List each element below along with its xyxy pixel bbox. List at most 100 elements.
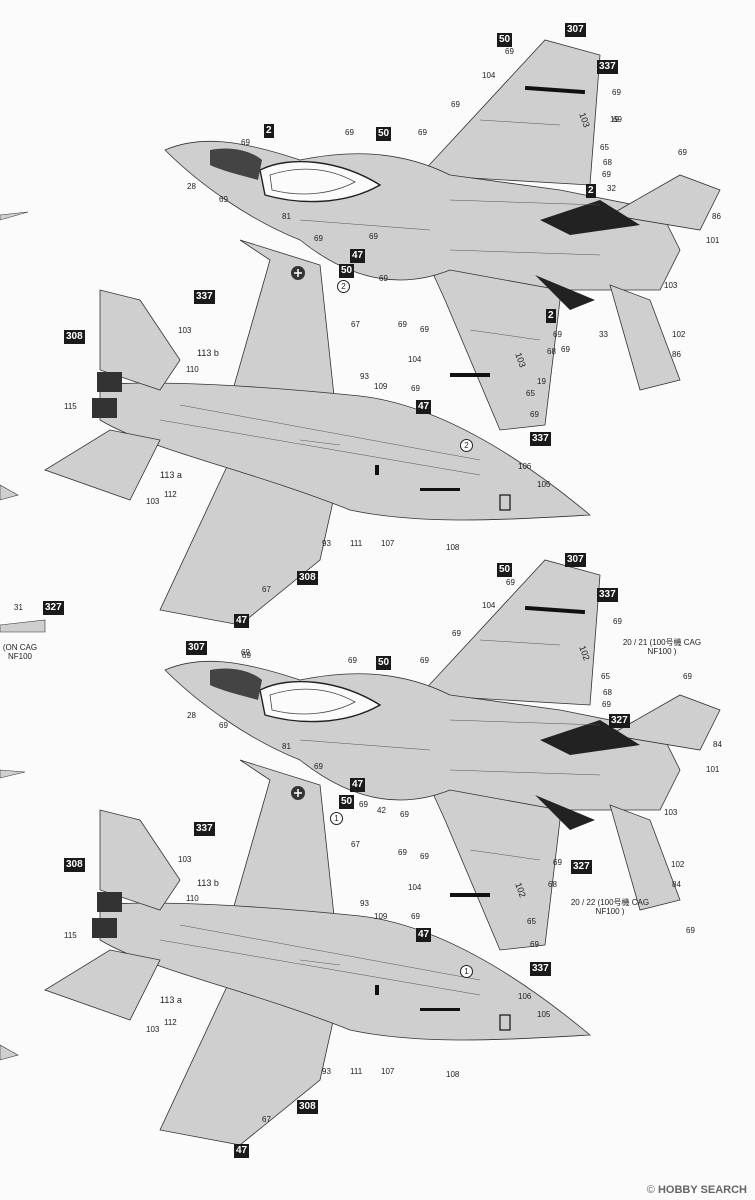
paint-callout-109: 109 <box>374 912 388 921</box>
decal-box-50: 50 <box>339 795 355 809</box>
paint-callout-84: 84 <box>713 740 722 749</box>
decal-box-2: 2 <box>264 124 274 138</box>
paint-callout-115: 115 <box>64 931 77 940</box>
paint-callout-69: 69 <box>452 629 461 638</box>
paint-callout-103: 103 <box>178 326 192 335</box>
paint-callout-67: 67 <box>351 320 360 329</box>
paint-callout-69: 69 <box>398 848 407 857</box>
paint-callout-68: 68 <box>548 880 557 889</box>
paint-callout-69: 69 <box>505 47 514 56</box>
paint-callout-69: 69 <box>242 651 251 660</box>
paint-callout-42: 42 <box>377 806 386 815</box>
cag-note-line: NF100 ) <box>595 907 625 916</box>
cag-note-1: 20 / 21 (100号機 CAG NF100 ) <box>612 638 712 656</box>
decal-box-337: 337 <box>194 822 215 836</box>
decal-box-308: 308 <box>64 330 85 344</box>
paint-callout-86: 86 <box>672 350 681 359</box>
paint-callout-69: 69 <box>418 128 427 137</box>
paint-callout-104: 104 <box>482 601 496 610</box>
decal-box-307: 307 <box>565 23 586 37</box>
paint-callout-65: 65 <box>527 917 536 926</box>
paint-callout-69: 69 <box>686 926 695 935</box>
paint-callout-19: 19 <box>610 115 619 124</box>
callout-number: 113 <box>160 470 175 480</box>
copyright-icon: © <box>646 1184 655 1196</box>
paint-callout-109: 109 <box>374 382 388 391</box>
paint-callout-69: 69 <box>612 88 621 97</box>
left-note-line: (ON CAG <box>2 643 38 652</box>
callout-suffix: b <box>213 348 219 358</box>
paint-callout-69: 69 <box>613 617 622 626</box>
paint-callout-69: 69 <box>411 384 420 393</box>
callout-number: 113 <box>197 348 212 358</box>
paint-callout-101: 101 <box>706 236 720 245</box>
decal-box-307: 307 <box>565 553 586 567</box>
paint-callout-69: 69 <box>400 810 409 819</box>
circled-number-2: 2 <box>460 439 473 452</box>
decal-box-47: 47 <box>350 778 366 792</box>
paint-callout-103: 103 <box>178 855 192 864</box>
paint-callout-81: 81 <box>282 742 291 751</box>
paint-callout-110: 110 <box>186 365 199 374</box>
paint-callout-105: 105 <box>537 1010 551 1019</box>
left-note-line: NF100 <box>7 652 32 661</box>
paint-callout-115: 115 <box>64 402 77 411</box>
paint-callout-105: 105 <box>537 480 551 489</box>
paint-callout-69: 69 <box>561 345 570 354</box>
paint-callout-28: 28 <box>187 711 196 720</box>
paint-callout-108: 108 <box>446 543 460 552</box>
paint-callout-69: 69 <box>379 274 388 283</box>
paint-callout-68: 68 <box>603 688 612 697</box>
decal-box-47: 47 <box>416 400 432 414</box>
paint-callout-111: 111 <box>350 1067 363 1076</box>
decal-box-47: 47 <box>234 614 250 628</box>
paint-callout-65: 65 <box>601 672 610 681</box>
paint-callout-19: 19 <box>537 377 546 386</box>
paint-callout-69: 69 <box>219 721 228 730</box>
left-fragment <box>0 1044 19 1061</box>
paint-callout-67: 67 <box>262 585 271 594</box>
decal-box-50: 50 <box>339 264 355 278</box>
paint-callout-69: 69 <box>506 578 515 587</box>
paint-callout-69: 69 <box>451 100 460 109</box>
paint-callout-69: 69 <box>683 672 692 681</box>
paint-callout-112: 112 <box>164 1018 177 1027</box>
paint-callout-68: 68 <box>547 347 556 356</box>
left-fragment <box>0 211 29 221</box>
paint-callout-69: 69 <box>613 115 622 124</box>
paint-callout-67: 67 <box>351 840 360 849</box>
decal-box-2: 2 <box>546 309 556 323</box>
callout-suffix: a <box>176 995 182 1005</box>
paint-callout-69: 69 <box>420 325 429 334</box>
paint-callout-103: 103 <box>146 497 160 506</box>
paint-callout-93: 93 <box>360 899 369 908</box>
paint-callout-69: 69 <box>241 648 250 657</box>
paint-callout-65: 65 <box>526 389 535 398</box>
paint-callout-69: 69 <box>678 148 687 157</box>
decal-box-50: 50 <box>497 33 513 47</box>
decal-box-327: 327 <box>571 860 592 874</box>
paint-callout-93: 93 <box>322 539 331 548</box>
decal-box-50: 50 <box>497 563 513 577</box>
paint-callout-67: 67 <box>262 1115 271 1124</box>
paint-callout-32: 32 <box>607 184 616 193</box>
circled-number-1: 1 <box>460 965 473 978</box>
paint-callout-107: 107 <box>381 1067 395 1076</box>
paint-callout-103: 103 <box>664 281 678 290</box>
callout-number: 113 <box>160 995 175 1005</box>
paint-callout-69: 69 <box>241 138 250 147</box>
circled-number-1: 1 <box>330 812 343 825</box>
cag-note-2: 20 / 22 (100号機 CAG NF100 ) <box>520 898 700 916</box>
callout-113a: 113 a <box>160 470 182 480</box>
decal-box-50: 50 <box>376 127 392 141</box>
decal-box-327: 327 <box>609 714 630 728</box>
decal-box-308: 308 <box>297 1100 318 1114</box>
paint-callout-110: 110 <box>186 894 199 903</box>
decal-box-47: 47 <box>416 928 432 942</box>
decal-box-337: 337 <box>597 588 618 602</box>
paint-callout-106: 106 <box>518 462 532 471</box>
paint-callout-68: 68 <box>603 158 612 167</box>
paint-callout-69: 69 <box>602 170 611 179</box>
paint-callout-69: 69 <box>219 195 228 204</box>
